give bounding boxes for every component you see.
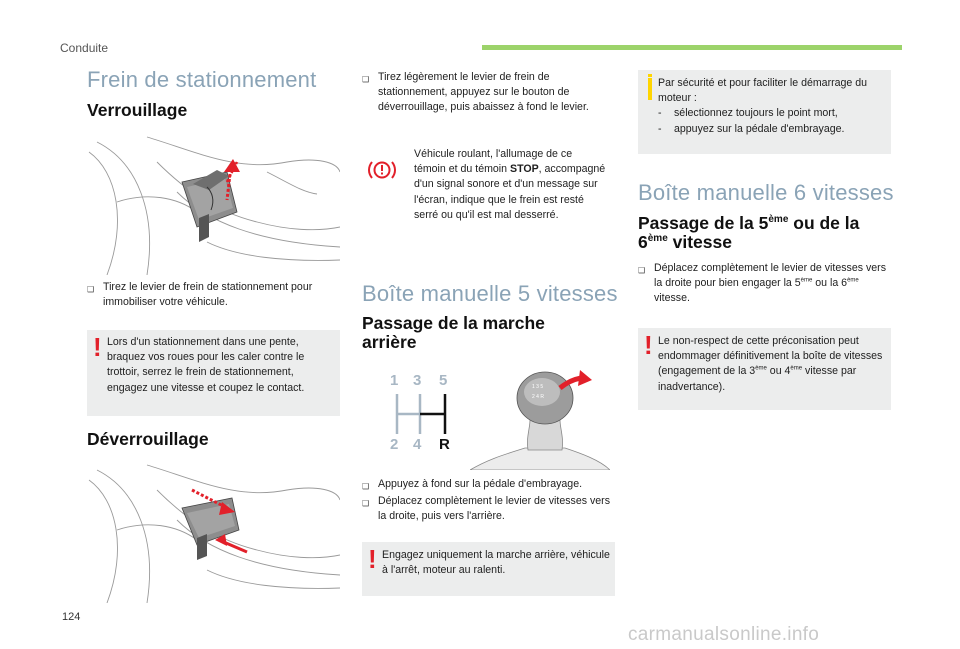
lock-heading: Verrouillage [87, 100, 188, 120]
gear-knob-illustration: 1 3 5 2 4 R [470, 370, 610, 470]
warning-exclamation-icon: ! [644, 330, 653, 360]
gear-4-label: 4 [413, 436, 422, 453]
section-accent-bar [482, 45, 902, 50]
svg-text:1 3 5: 1 3 5 [532, 384, 543, 390]
gear-5-label: 5 [439, 372, 448, 389]
unlock-heading: Déverrouillage [87, 429, 209, 449]
bullet-icon: ❑ [638, 266, 646, 275]
info-list-item: -sélectionnez toujours le point mort, [658, 107, 838, 120]
safety-info-note: Par sécurité et pour faciliter le démarr… [638, 70, 891, 154]
gearbox-damage-note: ! Le non-respect de cette préconisation … [638, 328, 891, 410]
info-list-item: -appuyez sur la pédale d'embrayage. [658, 122, 845, 135]
watermark: carmanualsonline.info [628, 624, 820, 645]
info-icon [648, 74, 652, 77]
brake-warning-text: Véhicule roulant, l'allumage de ce témoi… [414, 148, 606, 221]
reverse-note: ! Engagez uniquement la marche arrière, … [362, 542, 615, 596]
bullet-icon: ❑ [87, 285, 95, 294]
bullet-icon: ❑ [362, 499, 370, 509]
gearbox-5-title: Boîte manuelle 5 vitesses [362, 281, 618, 306]
section-label: Conduite [60, 41, 109, 55]
gear-2-label: 2 [390, 436, 399, 453]
parking-brake-unlock-illustration [88, 464, 340, 603]
gear-reverse-label: R [439, 436, 450, 453]
lock-bullet: ❑Tirez le levier de frein de stationneme… [87, 280, 337, 310]
warning-exclamation-icon: ! [93, 332, 102, 362]
release-bullet: ❑Tirez légèrement le levier de frein de … [362, 70, 612, 116]
bullet-icon: ❑ [362, 75, 370, 84]
shift-bullet: ❑Déplacez complètement le levier de vite… [638, 261, 890, 307]
slope-warning-note: ! Lors d'un stationnement dans une pente… [87, 330, 340, 416]
gear-3-label: 3 [413, 372, 422, 389]
parking-brake-lock-illustration [88, 136, 340, 275]
page-number: 124 [62, 611, 81, 623]
bullet-icon: ❑ [362, 482, 370, 491]
parking-brake-title: Frein de stationnement [87, 67, 317, 92]
gear-1-label: 1 [390, 372, 399, 389]
gear-shift-pattern: 1 3 5 2 4 R [385, 370, 475, 460]
brake-warning-lamp-icon [368, 161, 396, 179]
svg-text:2 4 R: 2 4 R [532, 394, 544, 400]
gearbox-6-title: Boîte manuelle 6 vitesses [638, 180, 894, 205]
reverse-heading: Passage de la marche arrière [362, 313, 545, 352]
warning-exclamation-icon: ! [368, 544, 377, 574]
reverse-bullets: ❑Appuyez à fond sur la pédale d'embrayag… [362, 477, 614, 525]
